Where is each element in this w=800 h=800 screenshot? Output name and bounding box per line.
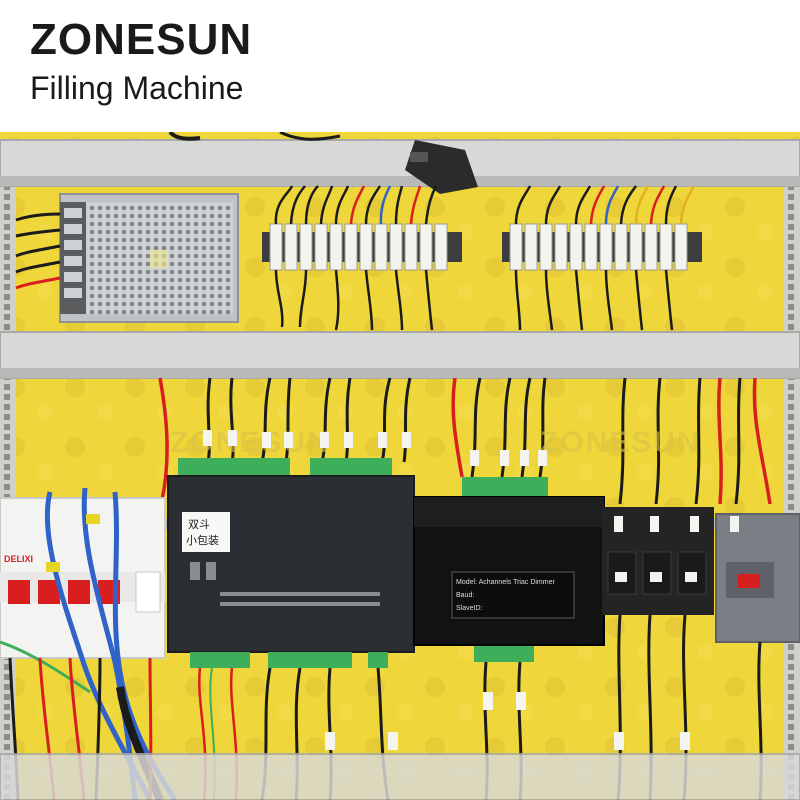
breaker-brand: DELIXI xyxy=(4,554,33,564)
header: ZONESUN Filling Machine xyxy=(0,0,800,132)
electrical-panel-photo: ZONESUN ZONESUN DELIXI 双斗 小 xyxy=(0,132,800,800)
power-supply-unit xyxy=(59,193,239,323)
plc-controller: 双斗 小包装 xyxy=(167,458,415,668)
triac-dimmer-module: Model: Achannels Triac Dimmer Baud: Slav… xyxy=(413,477,605,662)
controller-label-line2: 小包装 xyxy=(186,534,219,547)
controller-label-line1: 双斗 xyxy=(188,518,210,531)
wire-tags xyxy=(203,430,739,750)
contactor xyxy=(715,513,800,643)
brand-title: ZONESUN xyxy=(30,15,253,64)
bottom-cable-duct xyxy=(0,753,800,800)
dimmer-model-text: Model: Achannels Triac Dimmer xyxy=(456,579,555,586)
brand-subtitle: Filling Machine xyxy=(30,70,244,106)
watermark-left: ZONESUN xyxy=(170,426,331,459)
right-side-rail xyxy=(784,182,800,800)
terminal-block-left xyxy=(262,223,462,271)
dimmer-slave-text: SlaveID: xyxy=(456,605,483,612)
sensor-module xyxy=(405,140,478,194)
terminal-block-right xyxy=(502,223,702,271)
watermark-right: ZONESUN xyxy=(540,426,701,459)
dimmer-baud-text: Baud: xyxy=(456,592,474,599)
